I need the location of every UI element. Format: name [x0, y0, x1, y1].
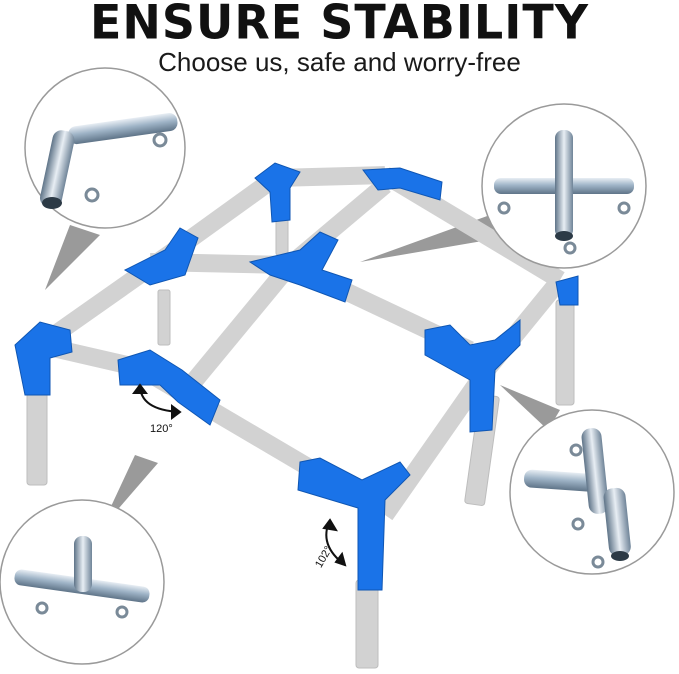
angle-label-120: 120°	[150, 423, 173, 435]
angle-label-102: 102°	[313, 544, 335, 570]
page-subtitle: Choose us, safe and worry-free	[158, 47, 521, 77]
angle-markers	[132, 383, 347, 567]
elbow-connector-callout	[24, 67, 186, 229]
front-left-corner-connector	[14, 321, 73, 396]
page-title: ENSURE STABILITY	[89, 0, 590, 50]
four-way-cross-connector-callout	[481, 103, 647, 269]
center-cross-connector	[248, 231, 353, 303]
back-corner-connector	[254, 162, 301, 223]
back-left-connector	[123, 227, 199, 286]
three-way-tee-connector-callout	[0, 499, 165, 665]
left-tee-connector	[117, 349, 221, 426]
right-corner-connector	[424, 318, 521, 433]
front-corner-connector	[297, 457, 411, 591]
blue-connectors	[14, 162, 579, 591]
far-right-leg-connector	[555, 275, 579, 306]
back-right-connector	[362, 167, 443, 201]
corner-leg-connector-callout	[509, 409, 675, 575]
